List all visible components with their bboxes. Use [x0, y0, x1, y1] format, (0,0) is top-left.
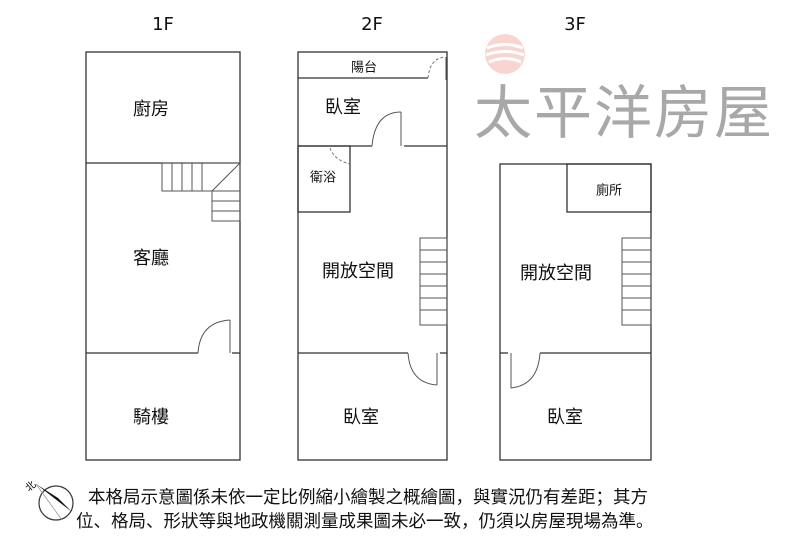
room-toilet: 廁所 — [595, 183, 623, 199]
floor-label-2f: 2F — [361, 14, 383, 35]
room-arcade: 騎樓 — [133, 407, 169, 428]
room-bedroom-3f: 臥室 — [547, 407, 583, 428]
watermark-text: 太平洋房屋 — [474, 79, 775, 147]
room-bathroom: 衛浴 — [309, 170, 337, 186]
room-kitchen: 廚房 — [133, 99, 169, 120]
disclaimer-line-2: 位、格局、形狀等與地政機關測量成果圖未必一致，仍須以房屋現場為準。 — [76, 512, 654, 532]
svg-text:北: 北 — [23, 479, 38, 495]
disclaimer-line-1: 本格局示意圖係未依一定比例縮小繪製之概繪圖，與實況仍有差距；其方 — [88, 488, 648, 508]
room-open-space-2f: 開放空間 — [322, 261, 394, 282]
floor-label-3f: 3F — [564, 14, 586, 35]
floor-2f-plan — [297, 51, 448, 461]
room-bedroom-2f-front: 臥室 — [325, 97, 361, 118]
room-open-space-3f: 開放空間 — [520, 263, 592, 284]
compass-icon: 北 — [23, 479, 74, 521]
floor-1f-plan — [85, 51, 241, 461]
floor-label-1f: 1F — [152, 14, 174, 35]
room-bedroom-2f-rear: 臥室 — [343, 407, 379, 428]
watermark-logo-icon — [485, 34, 525, 74]
room-living: 客廳 — [133, 248, 169, 269]
room-balcony: 陽台 — [350, 60, 378, 76]
floor-3f-plan — [499, 163, 652, 461]
